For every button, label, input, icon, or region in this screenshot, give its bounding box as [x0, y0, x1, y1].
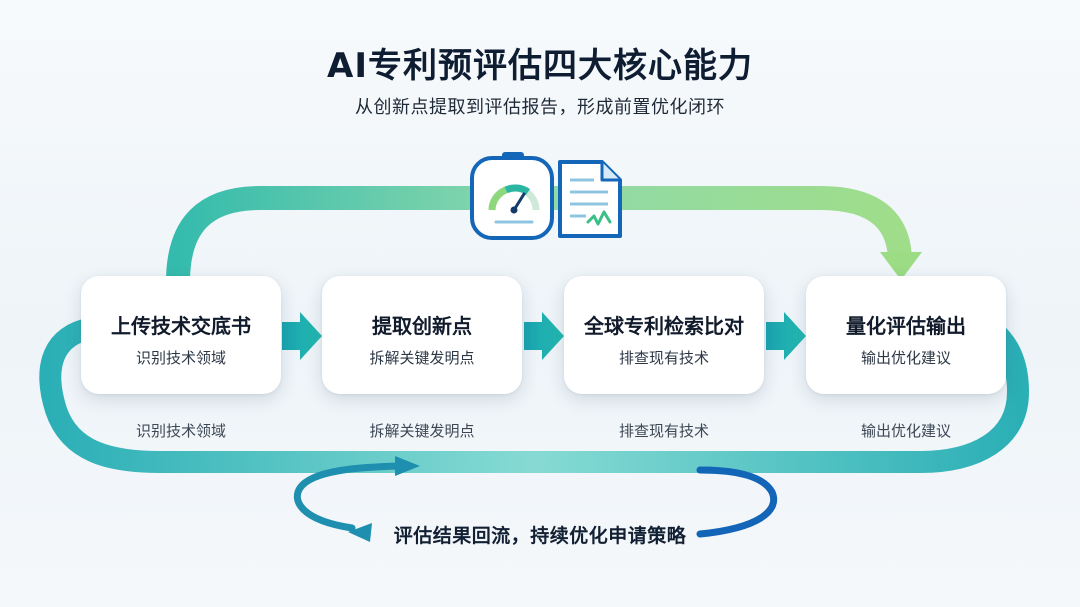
arrow-3-4	[766, 312, 806, 360]
step-card-3: 全球专利检索比对 排查现有技术	[564, 276, 764, 394]
step-caption-4: 输出优化建议	[860, 422, 951, 440]
top-flow-arrow	[166, 186, 912, 283]
gauge-icon	[470, 152, 554, 240]
step-caption-3: 排查现有技术	[618, 422, 709, 440]
step-subtitle: 拆解关键发明点	[369, 349, 475, 367]
page-title: AI专利预评估四大核心能力	[327, 46, 753, 86]
step-title: 全球专利检索比对	[584, 314, 744, 338]
top-arrowhead	[880, 252, 922, 280]
feedback-loop-label: 评估结果回流，持续优化申请策略	[393, 525, 687, 547]
loop-arrowhead-left	[395, 456, 420, 476]
step-subtitle: 识别技术领域	[135, 349, 226, 367]
arrow-2-3	[524, 312, 564, 360]
step-card-4: 量化评估输出 输出优化建议	[806, 276, 1006, 394]
arrow-1-2	[282, 312, 322, 360]
step-subtitle: 输出优化建议	[860, 349, 951, 367]
step-caption-1: 识别技术领域	[135, 422, 226, 440]
loop-arrow-right	[696, 466, 778, 538]
step-arrows	[282, 312, 806, 360]
loop-arrow-left	[293, 462, 404, 532]
bottom-flow-track	[39, 319, 1030, 473]
step-title: 量化评估输出	[846, 314, 966, 338]
page-subtitle: 从创新点提取到评估报告，形成前置优化闭环	[355, 97, 725, 118]
step-title: 上传技术交底书	[111, 314, 251, 338]
step-caption-2: 拆解关键发明点	[369, 422, 475, 440]
report-document-icon	[558, 160, 622, 238]
step-card-1: 上传技术交底书 识别技术领域	[81, 276, 281, 394]
step-subtitle: 排查现有技术	[618, 349, 709, 367]
step-title: 提取创新点	[372, 314, 472, 338]
step-card-2: 提取创新点 拆解关键发明点	[322, 276, 522, 394]
loop-arrowhead-right	[348, 523, 372, 542]
